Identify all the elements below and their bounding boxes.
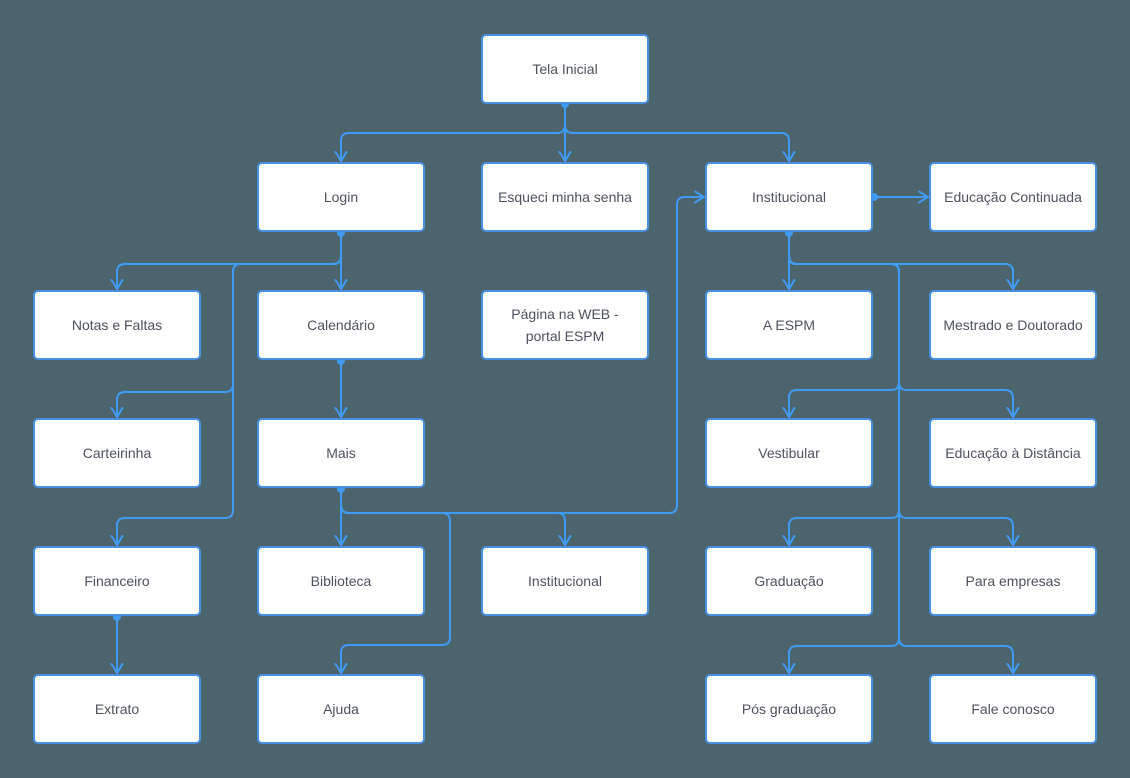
node-label: Mais — [326, 444, 356, 461]
node-label: Educação Continuada — [944, 188, 1082, 205]
node-financeiro[interactable]: Financeiro — [33, 546, 201, 616]
node-extrato[interactable]: Extrato — [33, 674, 201, 744]
node-label: Pós graduação — [741, 700, 837, 717]
edge-login--financeiro — [110, 232, 342, 546]
edge-tela-inicial--login — [334, 103, 566, 162]
edge-tela-inicial--institucional-top — [564, 103, 796, 162]
node-fale-conosco[interactable]: Fale conosco — [929, 674, 1097, 744]
node-tela-inicial[interactable]: Tela Inicial — [481, 34, 649, 104]
node-graduacao[interactable]: Graduação — [705, 546, 873, 616]
node-label: Login — [323, 188, 359, 205]
node-label: Biblioteca — [310, 572, 372, 589]
node-carteirinha[interactable]: Carteirinha — [33, 418, 201, 488]
edge-login--notas-e-faltas — [110, 232, 342, 290]
node-label: Educação à Distância — [945, 444, 1081, 461]
node-a-espm[interactable]: A ESPM — [705, 290, 873, 360]
node-institucional-bottom[interactable]: Institucional — [481, 546, 649, 616]
node-label: Notas e Faltas — [71, 316, 163, 333]
node-ajuda[interactable]: Ajuda — [257, 674, 425, 744]
node-label: A ESPM — [762, 316, 816, 333]
node-label: Calendário — [307, 316, 375, 333]
node-label: Esqueci minha senha — [498, 188, 632, 205]
edge-institucional-top--fale-conosco — [788, 232, 1020, 674]
node-label: Extrato — [94, 700, 140, 717]
edge-mais--institucional-top — [340, 190, 705, 514]
node-mestrado-e-doutorado[interactable]: Mestrado e Doutorado — [929, 290, 1097, 360]
node-label: Financeiro — [84, 572, 150, 589]
node-para-empresas[interactable]: Para empresas — [929, 546, 1097, 616]
node-label: Graduação — [754, 572, 824, 589]
node-label: Para empresas — [965, 572, 1061, 589]
node-login[interactable]: Login — [257, 162, 425, 232]
node-mais[interactable]: Mais — [257, 418, 425, 488]
edge-institucional-top--mestrado-e-doutorado — [788, 232, 1020, 290]
node-label: Carteirinha — [82, 444, 152, 461]
node-calendario[interactable]: Calendário — [257, 290, 425, 360]
node-pagina-na-web[interactable]: Página na WEB - portal ESPM — [481, 290, 649, 360]
node-educacao-a-distancia[interactable]: Educação à Distância — [929, 418, 1097, 488]
edge-institucional-top--graduacao — [782, 232, 900, 546]
node-label: Mestrado e Doutorado — [943, 316, 1083, 333]
node-label: Página na WEB - portal ESPM — [511, 305, 619, 344]
node-educacao-continuada[interactable]: Educação Continuada — [929, 162, 1097, 232]
node-label: Institucional — [752, 188, 826, 205]
node-esqueci-minha-senha[interactable]: Esqueci minha senha — [481, 162, 649, 232]
node-label: Institucional — [528, 572, 602, 589]
node-notas-e-faltas[interactable]: Notas e Faltas — [33, 290, 201, 360]
node-vestibular[interactable]: Vestibular — [705, 418, 873, 488]
edge-mais--institucional-bottom — [340, 488, 572, 546]
node-institucional-top[interactable]: Institucional — [705, 162, 873, 232]
node-pos-graduacao[interactable]: Pós graduação — [705, 674, 873, 744]
node-label: Fale conosco — [971, 700, 1055, 717]
node-label: Ajuda — [323, 700, 359, 717]
node-label: Tela Inicial — [532, 60, 598, 77]
node-biblioteca[interactable]: Biblioteca — [257, 546, 425, 616]
node-label: Vestibular — [758, 444, 820, 461]
